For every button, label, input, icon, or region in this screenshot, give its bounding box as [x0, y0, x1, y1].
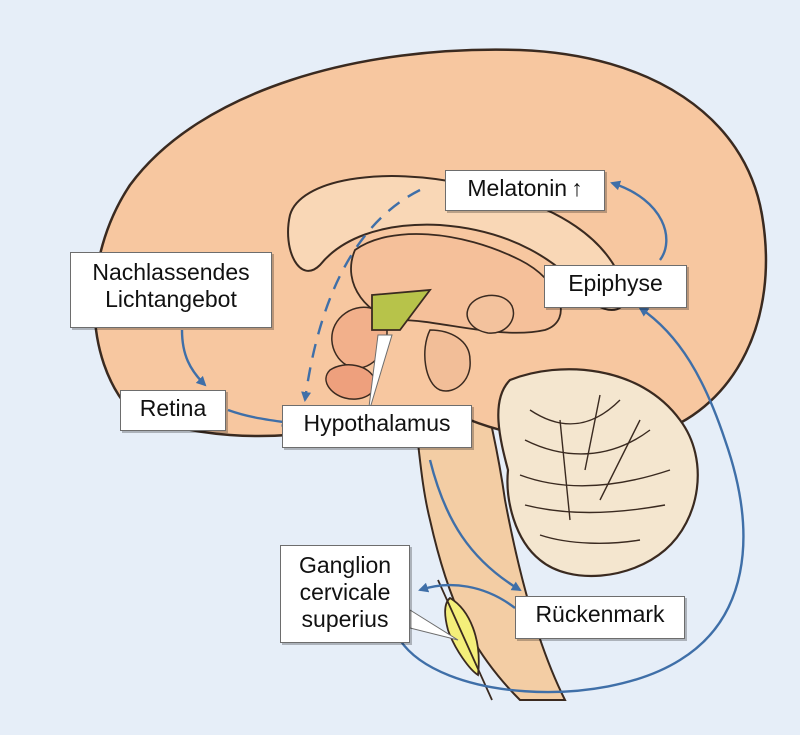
- label-rueckenmark-text: Rückenmark: [535, 601, 664, 627]
- label-melatonin-text: Melatonin: [467, 175, 567, 201]
- label-nachlassendes-line-2: Lichtangebot: [81, 286, 261, 313]
- label-nachlassendes-line-1: Nachlassendes: [81, 259, 261, 286]
- label-retina: Retina: [120, 390, 226, 431]
- label-melatonin: Melatonin↑: [445, 170, 605, 211]
- label-retina-text: Retina: [140, 395, 206, 421]
- label-ganglion-cervicale-superius: Ganglion cervicale superius: [280, 545, 410, 643]
- label-epiphyse-text: Epiphyse: [568, 270, 663, 296]
- melatonin-up-arrow-icon: ↑: [571, 175, 583, 201]
- label-epiphyse: Epiphyse: [544, 265, 687, 308]
- label-ganglion-line-2: cervicale: [291, 579, 399, 606]
- label-nachlassendes-lichtangebot: Nachlassendes Lichtangebot: [70, 252, 272, 328]
- pineal-area: [467, 295, 513, 333]
- label-rueckenmark: Rückenmark: [515, 596, 685, 639]
- label-ganglion-line-3: superius: [291, 606, 399, 633]
- label-ganglion-line-1: Ganglion: [291, 552, 399, 579]
- label-hypothalamus: Hypothalamus: [282, 405, 472, 448]
- label-hypothalamus-text: Hypothalamus: [303, 410, 450, 436]
